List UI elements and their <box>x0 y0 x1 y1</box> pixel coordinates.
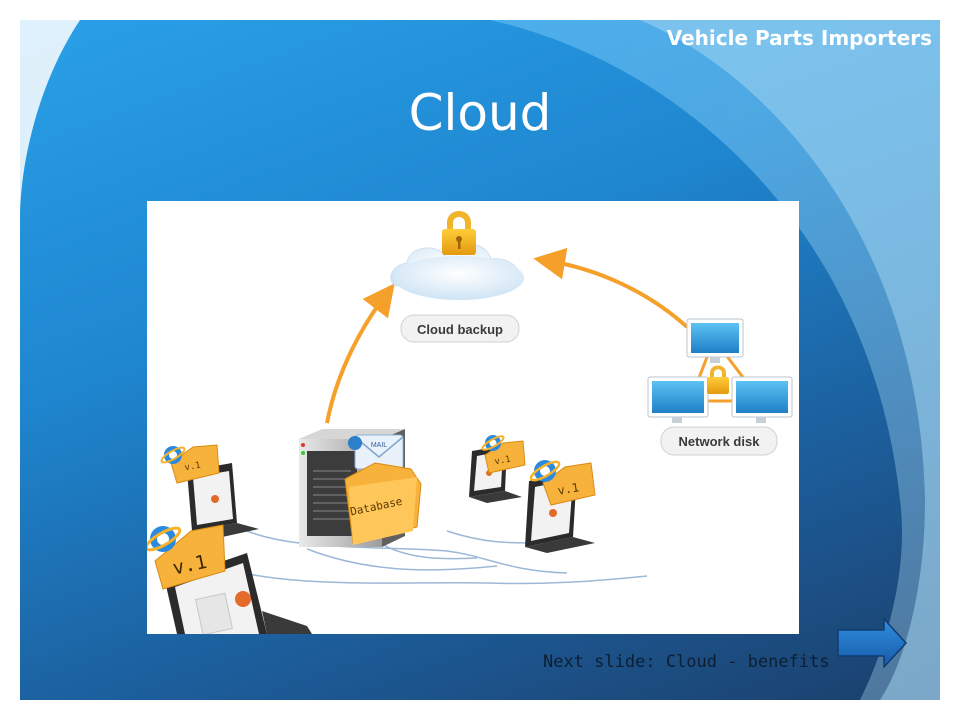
folder-version-label: v.1 <box>494 455 512 468</box>
lock-icon <box>707 365 729 394</box>
background-swoosh <box>20 20 940 700</box>
email-label: MAIL <box>371 442 387 449</box>
network-disk-group <box>647 318 793 456</box>
slide-title: Cloud <box>408 84 552 142</box>
folder-icon <box>344 462 422 545</box>
ie-icon <box>160 446 186 464</box>
ie-icon <box>481 435 505 451</box>
arrow-right-icon <box>837 618 908 668</box>
network-disk-label: Network disk <box>679 434 761 449</box>
laptop-icon <box>165 553 312 634</box>
network-cables <box>206 530 648 585</box>
slide: Vehicle Parts Importers Cloud <box>20 20 940 700</box>
monitor-icon <box>686 318 744 363</box>
monitor-icon <box>647 376 709 423</box>
folder-icon <box>170 444 220 484</box>
cloud-backup-label: Cloud backup <box>417 322 503 337</box>
laptop-icon <box>187 463 259 539</box>
arrow-to-cloud-right <box>533 247 689 329</box>
email-icon: MAIL <box>348 434 404 470</box>
cloud-backup-pill <box>400 314 520 343</box>
monitor-icon <box>731 376 793 423</box>
cloud-icon <box>390 243 524 300</box>
arrow-to-cloud-left <box>325 283 395 424</box>
folder-version-label: v.1 <box>184 461 202 474</box>
folder-icon <box>154 524 226 590</box>
organization-name: Vehicle Parts Importers <box>666 26 932 50</box>
ie-icon <box>529 460 561 482</box>
next-slide-text: Next slide: Cloud - benefits <box>543 652 830 672</box>
cloud-diagram: Cloud backup <box>147 201 799 634</box>
next-slide-button[interactable] <box>836 618 908 668</box>
folder-icon <box>542 462 596 506</box>
folder-version-label: v.1 <box>556 480 580 498</box>
lock-icon <box>442 211 476 255</box>
ie-icon <box>147 526 182 552</box>
